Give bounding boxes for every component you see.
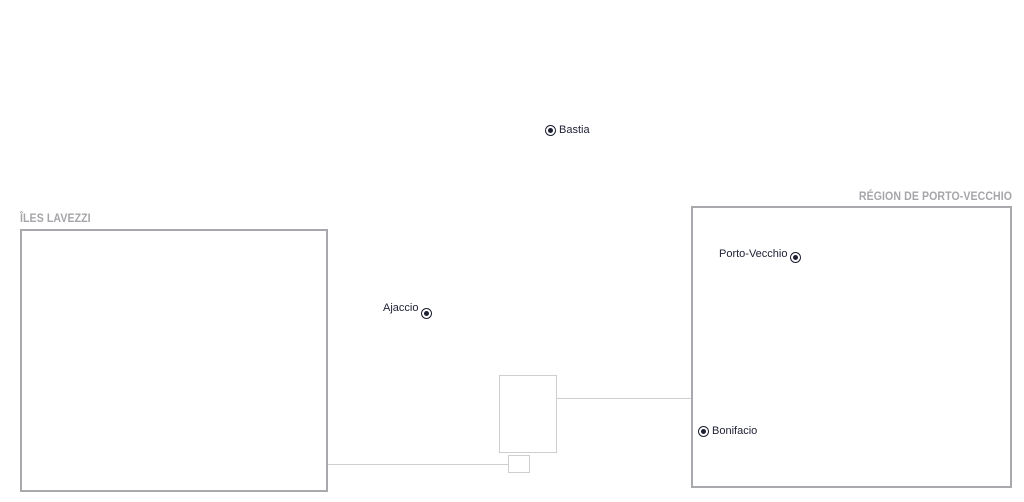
inset-title-porto-vecchio: RÉGION DE PORTO-VECCHIO: [858, 189, 1012, 203]
city-dot-icon: [790, 251, 802, 263]
city-marker-bastia[interactable]: Bastia: [545, 124, 590, 136]
city-dot-icon: [421, 307, 433, 319]
city-marker-porto-vecchio[interactable]: Porto-Vecchio: [719, 248, 802, 263]
leader-line-lavezzi: [328, 464, 508, 465]
city-marker-ajaccio[interactable]: Ajaccio: [383, 302, 433, 319]
city-label-bastia: Bastia: [559, 124, 590, 136]
inset-title-lavezzi: ÎLES LAVEZZI: [20, 211, 91, 225]
city-dot-icon: [545, 124, 556, 136]
locator-box-lavezzi: [508, 455, 530, 473]
leader-line-porto-vecchio: [557, 398, 691, 399]
city-label-ajaccio: Ajaccio: [383, 302, 419, 314]
city-marker-bonifacio[interactable]: Bonifacio: [698, 425, 757, 437]
inset-frame-porto-vecchio: [691, 206, 1012, 488]
inset-frame-lavezzi: [20, 229, 328, 492]
city-label-porto-vecchio: Porto-Vecchio: [719, 248, 788, 260]
city-dot-icon: [698, 425, 709, 437]
locator-box-porto-vecchio: [499, 375, 557, 453]
city-label-bonifacio: Bonifacio: [712, 425, 758, 437]
